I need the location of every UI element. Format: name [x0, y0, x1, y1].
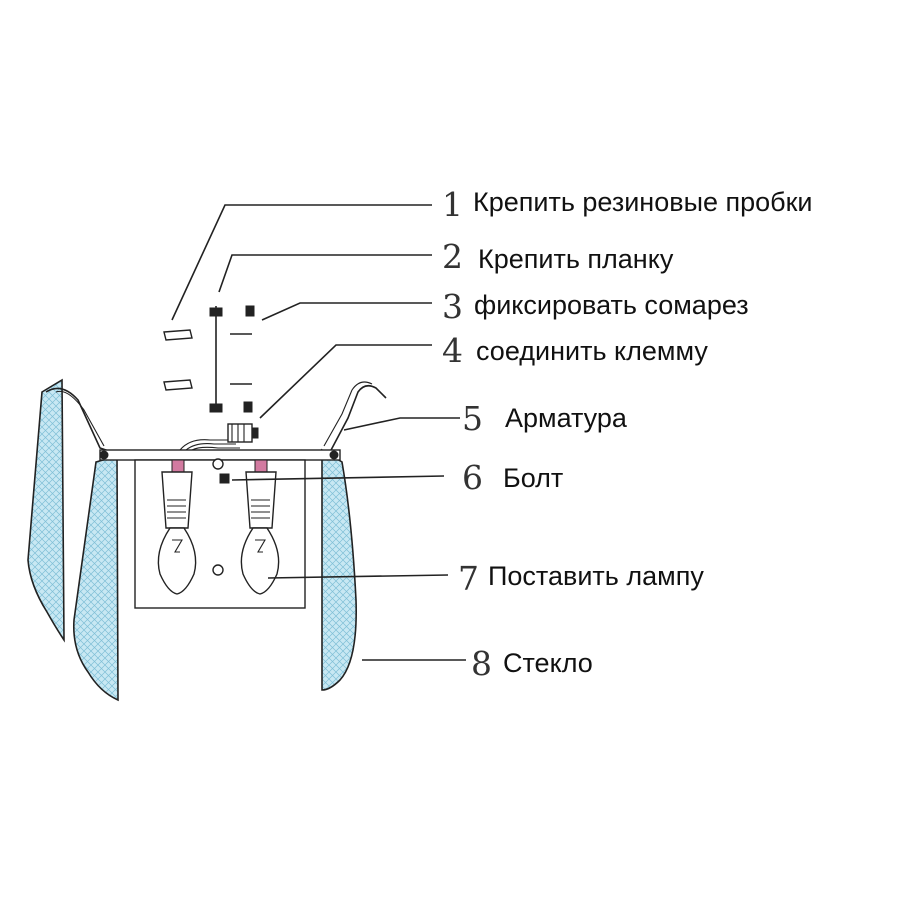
nut-bottom [243, 401, 253, 413]
glass-panel-left-back [27, 378, 65, 643]
callout-number-5: 5 [462, 399, 483, 438]
leader-7 [267, 574, 449, 579]
frame-armature [45, 381, 387, 609]
wire-bundle [179, 439, 240, 451]
callout-label-4: соединить клемму [476, 336, 708, 366]
leader-lines [171, 204, 466, 661]
armature-left-rod [45, 387, 113, 453]
socket-cap-left [171, 459, 185, 473]
callouts: 1 Крепить резиновые пробки 2 Крепить пла… [442, 185, 813, 683]
terminal-screws [231, 424, 245, 442]
callout-number-6: 6 [462, 458, 483, 497]
bar-clip-bottom [209, 403, 223, 413]
plate-hole-top [212, 458, 224, 470]
plate-hole-bottom [212, 564, 224, 576]
armature-right-rod-inner [323, 381, 373, 447]
callout-number-8: 8 [471, 644, 492, 683]
lamp-filament-left [172, 539, 183, 553]
callout-number-4: 4 [442, 331, 463, 370]
leader-5 [343, 417, 460, 431]
glass-panel-left-front [72, 454, 119, 702]
callout-label-1: Крепить резиновые пробки [473, 187, 813, 217]
socket-thread-left [167, 499, 186, 519]
glass-panels [27, 378, 357, 702]
leader-3 [261, 302, 432, 321]
callout-number-7: 7 [458, 559, 479, 598]
lamp-right [240, 459, 280, 595]
callout-number-3: 3 [442, 287, 463, 326]
lamp-left [157, 459, 197, 595]
callout-label-7: Поставить лампу [488, 561, 704, 591]
callout-label-5: Арматура [505, 403, 628, 433]
lamp-bulb-left [157, 527, 197, 595]
callout-label-3: фиксировать сомарез [474, 290, 749, 320]
socket-thread-right [251, 499, 270, 519]
leader-6 [231, 475, 445, 481]
nut-top [245, 305, 255, 317]
callout-label-6: Болт [503, 463, 563, 493]
rubber-plug-top [163, 329, 193, 341]
leader-1 [171, 204, 432, 321]
armature-left-rod-inner [55, 390, 105, 447]
callout-number-2: 2 [442, 237, 463, 276]
terminal-block [179, 423, 259, 451]
socket-cap-right [254, 459, 268, 473]
armature-right-rod [329, 384, 387, 453]
bar-end-right [329, 450, 339, 460]
glass-panel-right [321, 448, 357, 691]
callout-label-8: Стекло [503, 648, 593, 678]
bar-clip-top [209, 307, 223, 317]
bar-end-left [99, 450, 109, 460]
bolt-head [219, 473, 230, 484]
leader-4 [259, 344, 432, 419]
mounting-hardware [163, 305, 255, 413]
horizontal-bar [99, 449, 341, 461]
terminal-clamp [251, 427, 259, 439]
leader-2 [218, 254, 432, 293]
callout-label-2: Крепить планку [478, 244, 674, 274]
callout-number-1: 1 [442, 185, 463, 224]
lamp-filament-right [255, 539, 266, 553]
rubber-plug-bottom [163, 379, 193, 391]
